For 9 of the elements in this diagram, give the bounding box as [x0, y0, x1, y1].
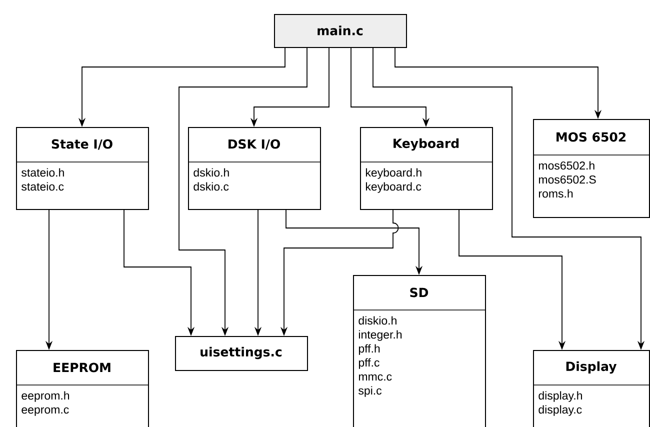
file-box: MOS 6502 mos6502.h mos6502.S roms.h [532, 119, 650, 218]
file-box: main.c [274, 14, 407, 48]
file-box: EEPROM eeprom.h eeprom.c [16, 350, 149, 427]
file-box: Keyboard keyboard.h keyboard.c [360, 127, 493, 210]
file-box: uisettings.c [175, 336, 308, 371]
file-box: DSK I/O dskio.h dskio.c [188, 127, 321, 210]
file-box: SD diskio.h integer.h pff.h pff.c mmc.c spi.c [352, 275, 486, 427]
file-box: Display display.h display.c [532, 350, 650, 427]
file-box: State I/O stateio.h stateio.c [16, 127, 149, 210]
